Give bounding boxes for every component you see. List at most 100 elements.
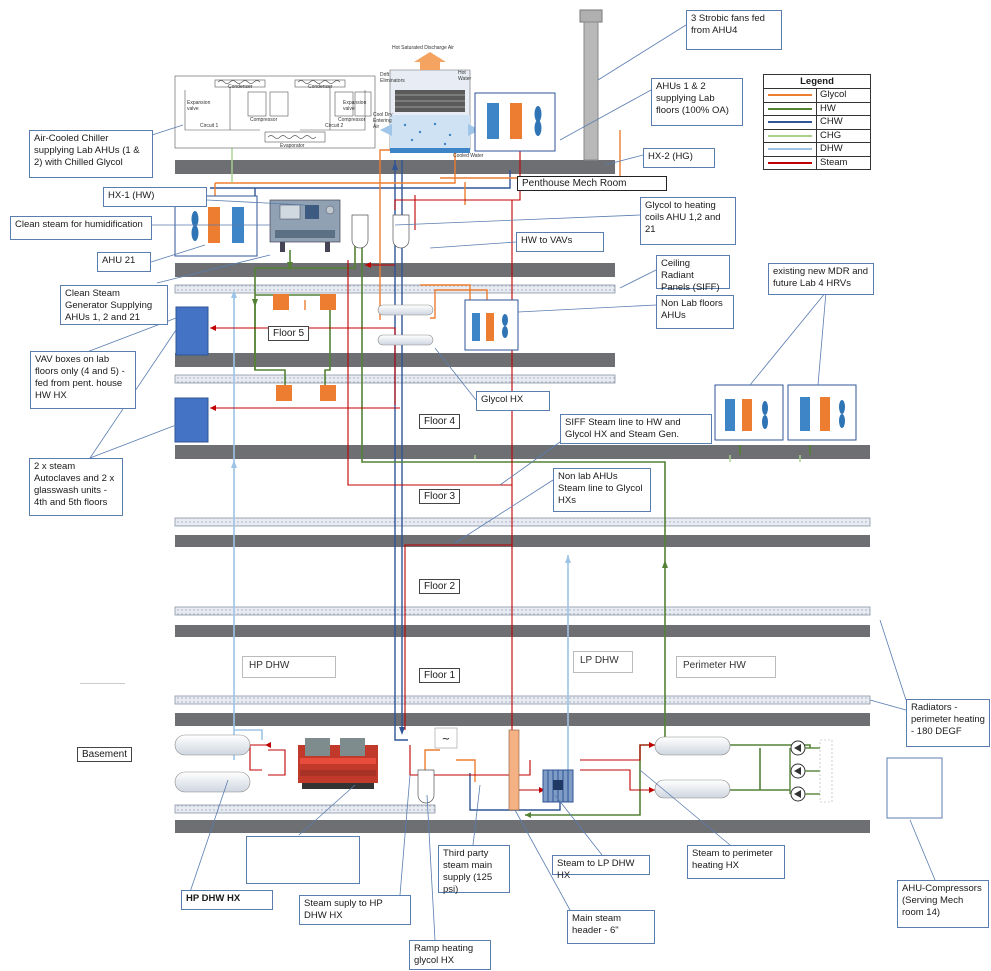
callout-radiators: Radiators - perimeter heating - 180 DEGF [906,699,990,747]
slab-floor3 [175,535,870,547]
floor-label-basement: Basement [77,747,133,762]
zone-label-lp-dhw: LP DHW [573,651,633,673]
callout-clean-steam-humidification: Clean steam for humidification [10,216,152,240]
ahu-compressors-box [886,757,943,819]
chiller-condenser-label-1: Condenser [228,84,253,90]
legend-label-steam: Steam [816,156,870,169]
callout-non-lab-steam: Non lab AHUs Steam line to Glycol HXs [553,468,651,512]
callout-third-party-steam: Third party steam main supply (125 psi) [438,845,510,895]
chiller-circuit-1-label: Circuit 1 [200,123,219,129]
callout-ahus-1-2: AHUs 1 & 2 supplying Lab floors (100% OA… [651,78,743,126]
legend-label-glycol: Glycol [816,89,870,102]
plate-hx [542,769,574,803]
callout-ramp-heating: Ramp heating glycol HX [409,940,491,970]
legend-swatch-steam [768,161,812,164]
svg-text:~: ~ [442,734,450,745]
third-party-meter [434,727,458,749]
chiller-expansion-valve-label-1: Expansion valve [187,100,211,112]
chiller-compressor-label-2: Compressor [338,117,366,123]
chiller-circuit-2-label: Circuit 2 [325,123,344,129]
chiller-evaporator-label: Evaporator [280,143,305,149]
callout-hx1: HX-1 (HW) [103,187,207,207]
penthouse-hx [351,214,410,249]
zone-label-hp-dhw: HP DHW [242,656,336,678]
legend-label-dhw: DHW [816,143,870,156]
callout-autoclaves: 2 x steam Autoclaves and 2 x glasswash u… [29,458,123,516]
callout-mdr-hrvs: existing new MDR and future Lab 4 HRVs [768,263,874,295]
callout-main-steam-header: Main steam header - 6" [567,910,655,944]
ramp-glycol-hx [417,769,435,804]
legend-row-dhw: DHW [764,143,870,157]
perimeter-hx-tanks [654,736,731,799]
tower-drift-label: Drift Eliminators [380,72,405,84]
legend: Legend Glycol HW CHW CHG DHW Steam [763,74,871,170]
callout-steam-hp-dhw: Steam suply to HP DHW HX [299,895,411,925]
floor-label-4: Floor 4 [419,414,461,429]
ahu-1-2 [474,92,556,152]
callout-hx2: HX-2 (HG) [643,148,715,168]
legend-row-steam: Steam [764,156,870,169]
floor-slabs [175,160,870,833]
dhw-arrows [231,290,571,563]
legend-label-chg: CHG [816,129,870,142]
zone-label-perimeter-hw: Perimeter HW [676,656,776,678]
slab-floor1 [175,713,870,726]
hp-dhw-tanks [174,734,251,793]
chw-arrows [392,162,405,735]
tower-discharge-label: Hot Saturated Discharge Air [392,45,454,51]
callout-ahu21: AHU 21 [97,252,151,272]
legend-label-chw: CHW [816,116,870,129]
legend-label-hw: HW [816,102,870,115]
callout-hw-to-vavs: HW to VAVs [516,232,604,252]
legend-swatch-glycol [768,94,812,97]
glycol-hx-tanks [377,304,434,346]
water-cooled-chillers [298,738,378,789]
chiller-compressor-label-1: Compressor [250,117,278,123]
callout-hp-dhw-hx: HP DHW HX [181,890,273,910]
callout-strobic-fans: 3 Strobic fans fed from AHU4 [686,10,782,50]
steam-arrows [210,209,655,793]
divider [80,683,125,684]
non-lab-ahu [464,299,519,351]
slab-basement [175,820,870,833]
callout-steam-perimeter: Steam to perimeter heating HX [687,845,785,879]
legend-row-glycol: Glycol [764,89,870,103]
hrv-units [714,384,857,441]
callout-glycol-heating: Glycol to heating coils AHU 1,2 and 21 [640,197,736,245]
legend-row-chw: CHW [764,116,870,130]
chiller-condenser-label-2: Condenser [308,84,333,90]
legend-swatch-dhw [768,148,812,151]
legend-swatch-chg [768,134,812,137]
callout-glycol-hx: Glycol HX [476,391,550,411]
tower-cooled-water-label: Cooled Water [453,153,484,159]
floor-label-penthouse: Penthouse Mech Room [517,176,667,191]
floor-label-1: Floor 1 [419,668,461,683]
perimeter-pumps [789,739,833,803]
floor-label-5: Floor 5 [268,326,310,341]
callout-clean-steam-generator: Clean Steam Generator Supplying AHUs 1, … [60,285,168,325]
callout-air-cooled-chiller: Air-Cooled Chiller supplying Lab AHUs (1… [29,130,153,178]
callout-ahu-compressors: AHU-Compressors (Serving Mech room 14) [897,880,989,928]
legend-row-chg: CHG [764,129,870,143]
vav-boxes [273,294,336,401]
tower-hot-water-label: Hot Water [458,70,472,82]
hw-pipes [254,230,811,816]
clean-steam-generator [269,199,341,252]
legend-swatch-chw [768,121,812,124]
callout-siff-steam: SIFF Steam line to HW and Glycol HX and … [560,414,712,444]
slab-floor2 [175,625,870,637]
callout-non-lab-ahus: Non Lab floors AHUs [656,295,734,329]
strobic-fan-stack [579,9,603,161]
callout-vav-boxes: VAV boxes on lab floors only (4 and 5) -… [30,351,136,409]
callout-ceiling-radiant: Ceiling Radiant Panels (SIFF) [656,255,730,293]
main-steam-header [508,729,520,811]
floor-label-3: Floor 3 [419,489,461,504]
legend-title: Legend [764,75,870,89]
floor-label-2: Floor 2 [419,579,461,594]
cooling-tower [380,52,480,153]
tower-cool-dry-label: Cool Dry Entering Air [373,112,393,130]
chiller-expansion-valve-label-2: Expansion valve [343,100,367,112]
slab-floor4 [175,445,870,459]
autoclaves [174,306,209,443]
